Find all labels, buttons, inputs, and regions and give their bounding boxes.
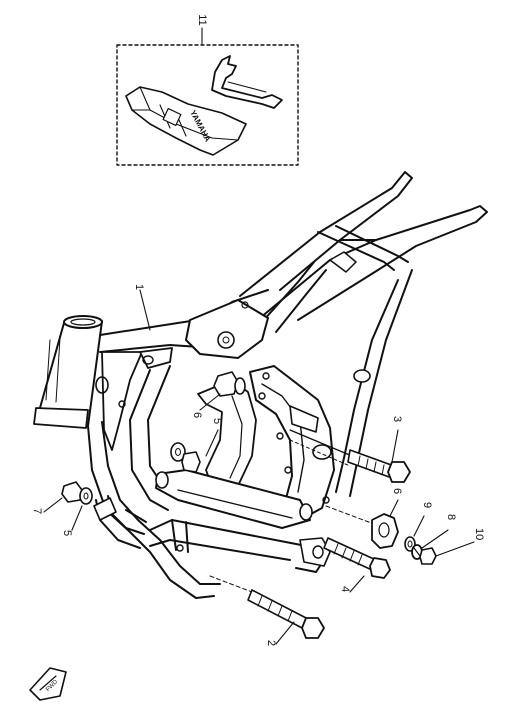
- callout-label: 6: [191, 412, 203, 418]
- washer-left-icon: [79, 487, 93, 505]
- nut-center-icon: [213, 371, 246, 397]
- tool-pouch-icon: YAMAHA: [125, 86, 247, 156]
- callout-label: 9: [421, 502, 433, 508]
- callout-label: 7: [31, 508, 43, 514]
- callout-label: 6: [391, 488, 403, 494]
- callout-label: 4: [339, 586, 351, 592]
- callout-label: 8: [445, 514, 457, 520]
- head-tube: [33, 315, 103, 429]
- callout-label: 5: [211, 418, 223, 424]
- nut-left-icon: [61, 481, 83, 503]
- bolt-long-icon: [247, 589, 325, 639]
- collar-icon: [371, 513, 399, 549]
- callout-label: 3: [391, 416, 403, 422]
- nut-right-icon: [419, 547, 437, 565]
- motorcycle-frame: [33, 171, 488, 599]
- bolt-mid-icon: [323, 537, 391, 579]
- bolt-upper-icon: [289, 429, 411, 483]
- washer-center-icon: [170, 442, 201, 473]
- callout-label: 5: [61, 530, 73, 536]
- callout-label: 1: [133, 284, 145, 290]
- callout-label: 11: [196, 14, 208, 25]
- forward-direction-icon: FWD: [29, 667, 67, 701]
- callout-label: 2: [265, 640, 277, 646]
- tool-kit-group: 11 YAMAHA: [116, 14, 299, 166]
- wrench-icon: [211, 55, 283, 109]
- tool-kit-box: [116, 44, 299, 166]
- callout-label: 10: [473, 528, 485, 540]
- lock-washer-icon: [411, 544, 423, 560]
